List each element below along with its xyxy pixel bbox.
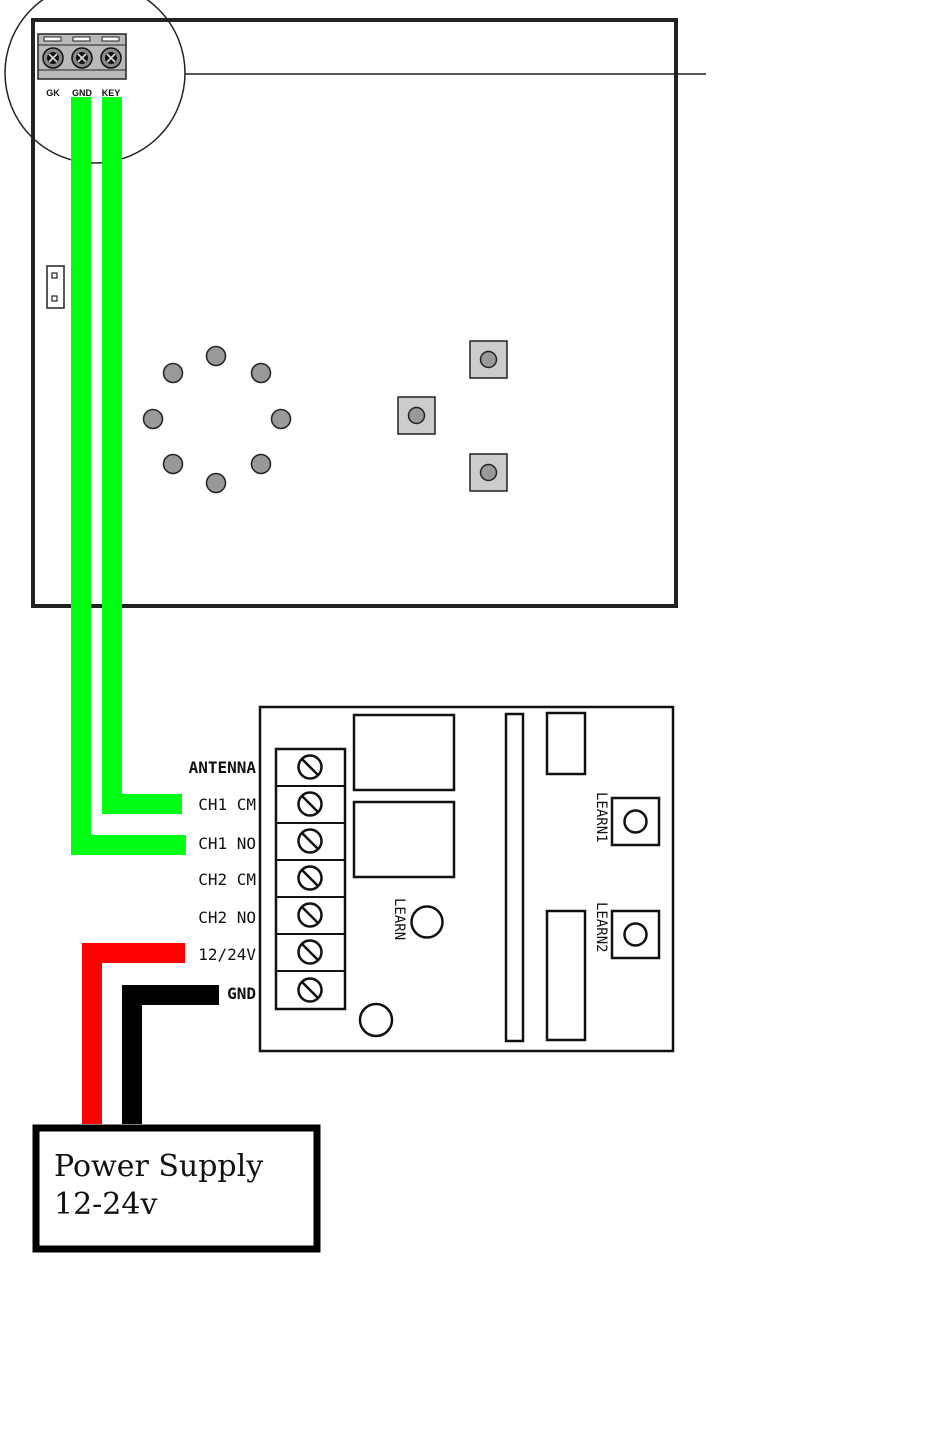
keypad-terminal-label-key: KEY <box>102 88 121 98</box>
screw-icon <box>297 939 323 965</box>
relay-2 <box>352 800 456 879</box>
terminal-label-gnd: GND <box>227 984 256 1003</box>
wire-power-positive <box>82 943 185 1124</box>
led-icon <box>162 453 184 475</box>
wire-keypad-gnd-to-ch1-no <box>71 97 186 855</box>
terminal-label-antenna: ANTENNA <box>189 758 257 777</box>
led-icon <box>205 472 227 494</box>
component-top <box>545 711 587 776</box>
led-icon <box>205 345 227 367</box>
terminal-label-12-24v: 12/24V <box>198 945 256 964</box>
power-supply-title: Power Supply <box>54 1149 263 1184</box>
push-button-icon <box>469 453 508 492</box>
wire-keypad-key-to-ch1-cm <box>102 97 182 814</box>
status-led-icon <box>358 1002 394 1038</box>
led-icon <box>270 408 292 430</box>
screw-icon <box>297 977 323 1003</box>
led-icon <box>250 453 272 475</box>
keypad-terminal-label-gk: GK <box>46 88 60 98</box>
terminal-label-ch2-no: CH2 NO <box>198 908 256 927</box>
learn2-button-icon <box>610 909 661 960</box>
jumper-icon <box>46 265 65 309</box>
wire-power-ground <box>122 985 219 1124</box>
push-button-icon <box>469 340 508 379</box>
keypad-callout-circle <box>4 0 186 164</box>
screw-icon <box>71 47 93 69</box>
learn2-label: LEARN2 <box>593 902 609 953</box>
keypad-unit: GK GND KEY <box>4 0 706 608</box>
keypad-terminal-block <box>37 33 127 80</box>
receiver-outline <box>258 705 675 1053</box>
power-supply-voltage: 12-24v <box>54 1187 157 1222</box>
learn1-button-icon <box>610 796 661 847</box>
receiver-board: LEARN1 LEARN2 LEARN <box>258 705 675 1053</box>
relay-1 <box>352 713 456 792</box>
wires <box>71 97 219 1124</box>
screw-icon <box>42 47 64 69</box>
screw-icon <box>297 791 323 817</box>
push-button-icon <box>397 396 436 435</box>
led-icon <box>162 362 184 384</box>
component-bottom <box>545 909 587 1042</box>
led-icon <box>142 408 164 430</box>
learn-label: LEARN <box>391 898 407 940</box>
power-supply: Power Supply 12-24v <box>32 1124 321 1253</box>
terminal-label-ch1-no: CH1 NO <box>198 834 256 853</box>
receiver-terminal-block <box>274 747 347 1011</box>
screw-icon <box>100 47 122 69</box>
screw-icon <box>297 902 323 928</box>
power-supply-box <box>32 1124 321 1253</box>
led-icon <box>250 362 272 384</box>
keypad-terminal-label-gnd: GND <box>72 88 93 98</box>
keypad-enclosure <box>31 18 678 608</box>
terminal-label-ch1-cm: CH1 CM <box>198 795 256 814</box>
terminal-label-ch2-cm: CH2 CM <box>198 870 256 889</box>
learn-led-icon <box>410 905 444 939</box>
learn1-label: LEARN1 <box>593 792 609 843</box>
screw-icon <box>297 828 323 854</box>
antenna-strip <box>504 712 525 1043</box>
led-ring <box>142 345 292 494</box>
receiver-terminal-labels: ANTENNA CH1 CM CH1 NO CH2 CM CH2 NO 12/2… <box>189 758 257 1003</box>
screw-icon <box>297 865 323 891</box>
screw-icon <box>297 754 323 780</box>
